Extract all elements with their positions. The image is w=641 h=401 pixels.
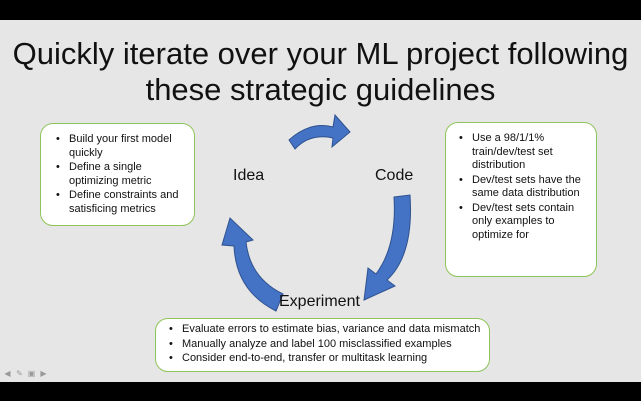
experiment-guidelines-list: Evaluate errors to estimate bias, varian… [164,323,483,366]
list-item: Define a single optimizing metric [51,161,188,188]
slide-title: Quickly iterate over your ML project fol… [0,36,641,108]
experiment-label: Experiment [279,293,360,310]
idea-label: Idea [233,167,265,184]
list-item: Build your first model quickly [51,133,188,160]
idea-guidelines-box: Build your first model quickly Define a … [40,123,195,226]
list-item: Consider end-to-end, transfer or multita… [164,352,483,366]
code-guidelines-box: Use a 98/1/1% train/dev/test set distrib… [445,122,597,277]
slides-icon[interactable]: ▣ [27,369,36,378]
idea-guidelines-list: Build your first model quickly Define a … [51,133,188,216]
list-item: Dev/test sets have the same data distrib… [454,174,590,201]
presenter-toolbar: ◀ ✎ ▣ ▶ [3,370,48,378]
list-item: Use a 98/1/1% train/dev/test set distrib… [454,132,590,173]
slide: Quickly iterate over your ML project fol… [0,20,641,382]
list-item: Define constraints and satisficing metri… [51,189,188,216]
cycle-arrows [221,113,411,312]
prev-arrow-icon[interactable]: ◀ [4,369,11,378]
arrow-idea-to-code [288,113,351,150]
list-item: Manually analyze and label 100 misclassi… [164,338,483,352]
next-arrow-icon[interactable]: ▶ [40,369,47,378]
pen-icon[interactable]: ✎ [16,369,23,378]
list-item: Evaluate errors to estimate bias, varian… [164,323,483,337]
code-label: Code [375,167,414,184]
experiment-guidelines-box: Evaluate errors to estimate bias, varian… [155,318,490,372]
arrow-code-to-experiment [363,194,411,301]
code-guidelines-list: Use a 98/1/1% train/dev/test set distrib… [454,132,590,242]
title-line-2: these strategic guidelines [145,72,496,107]
list-item: Dev/test sets contain only examples to o… [454,202,590,243]
title-line-1: Quickly iterate over your ML project fol… [12,36,629,71]
arrow-experiment-to-idea [221,217,284,312]
